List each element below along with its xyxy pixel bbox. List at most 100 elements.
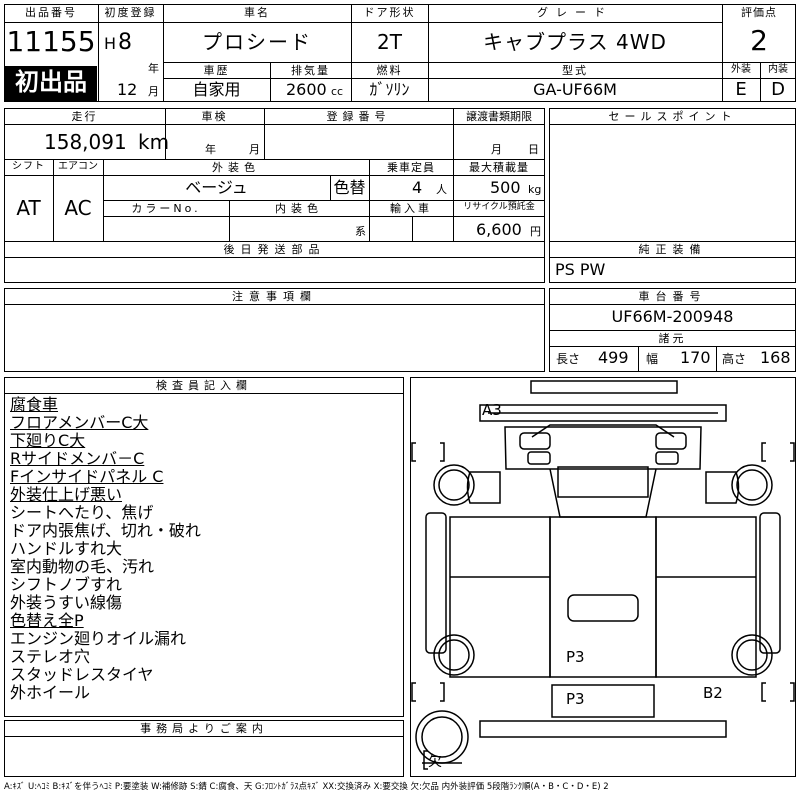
car-body-diagram	[411, 380, 795, 770]
sales-block	[549, 108, 796, 283]
mileage: 158,091	[44, 130, 127, 154]
exterior-label: 外装	[731, 64, 751, 75]
lot-label: 出品番号	[25, 6, 77, 19]
recycle-label: リサイクル預託金	[463, 202, 535, 212]
fuel: ｶﾞｿﾘﾝ	[369, 80, 410, 99]
score-label: 評価点	[741, 6, 777, 19]
car-name: プロシード	[202, 30, 312, 54]
inspector-label: 検査員記入欄	[156, 379, 252, 392]
inspector-note: ドア内張焦げ、切れ・破れ	[10, 521, 201, 540]
inspector-note: 腐食車	[10, 395, 59, 414]
color: ベージュ	[185, 178, 248, 197]
office-block	[4, 720, 404, 777]
chassis-number: UF66M-200948	[611, 307, 734, 326]
first-listing-badge	[5, 66, 97, 101]
load-unit: kg	[528, 183, 542, 196]
month-unit: 月	[148, 85, 159, 98]
caution-label: 注意事項欄	[232, 290, 317, 303]
int-color-label: 内装色	[275, 202, 323, 215]
door-type: 2T	[377, 30, 402, 54]
mark-b2: B2	[703, 684, 723, 702]
model: GA-UF66M	[533, 80, 617, 99]
equip: PS PW	[555, 260, 606, 279]
equip-label: 純正装備	[638, 243, 707, 256]
inspection-year-unit: 年	[205, 143, 216, 156]
year-unit: 年	[148, 62, 159, 75]
mileage-label: 走行	[71, 110, 98, 123]
score: 2	[750, 24, 768, 57]
inspector-note: 室内動物の毛、汚れ	[10, 557, 155, 576]
inspector-note: 外装うすい線傷	[10, 593, 123, 612]
legend-footer: A:ｷｽﾞ U:ﾍｺﾐ B:ｷｽﾞを伴うﾍｺﾐ P:要塗装 W:補修跡 S:錆 …	[4, 782, 609, 792]
ac-label: エアコン	[58, 161, 98, 172]
displacement-label: 排気量	[291, 64, 330, 77]
displacement-unit: cc	[331, 85, 344, 98]
transfer-day-unit: 日	[528, 143, 539, 156]
model-label: 型式	[562, 64, 588, 77]
displacement: 2600	[286, 80, 327, 99]
int-color-suffix: 系	[355, 225, 366, 238]
chassis-label: 車台番号	[638, 290, 707, 303]
interior-label: 内装	[768, 64, 788, 75]
era: H	[104, 34, 117, 53]
load: 500	[490, 178, 521, 197]
inspector-note: ステレオ穴	[10, 647, 91, 666]
shift-label: シフト	[12, 161, 45, 172]
inspection-label: 車検	[201, 110, 228, 123]
inspector-note: エンジン廻りオイル漏れ	[10, 629, 187, 648]
seats: 4	[412, 178, 423, 197]
inspector-note: Rサイドメンバ－C	[10, 449, 145, 468]
mark-a3: A3	[482, 401, 502, 419]
width-label: 幅	[646, 352, 659, 366]
header-block	[4, 4, 796, 102]
inspector-note: Fインサイドパネル C	[10, 467, 164, 486]
reg-year: 8	[118, 30, 132, 55]
ac: AC	[64, 196, 92, 220]
parts-later-label: 後日発送部品	[223, 243, 326, 256]
color-label: 外装色	[212, 161, 260, 174]
mark-p3-bed: P3	[566, 648, 585, 666]
transfer-label: 譲渡書類期限	[466, 110, 532, 123]
inspector-note: シートへたり、焦げ	[10, 503, 154, 522]
reg-month: 12	[117, 80, 138, 99]
caution-block	[4, 288, 545, 372]
details-block	[4, 108, 545, 283]
inspector-note: ハンドルすれ大	[10, 539, 123, 558]
history: 自家用	[192, 80, 241, 99]
inspector-note: 外装仕上げ悪い	[10, 485, 123, 504]
inspector-note: シフトノブすれ	[10, 575, 123, 594]
exterior-score: E	[735, 79, 747, 100]
history-label: 車歴	[203, 64, 230, 77]
inspector-note: 下廻りC大	[10, 431, 86, 450]
repaint: 色替	[333, 178, 366, 197]
grade-label: グレード	[537, 6, 613, 19]
sales-label: セールスポイント	[608, 110, 737, 123]
inspector-note: 色替え全P	[10, 611, 84, 630]
transfer-month-unit: 月	[491, 143, 502, 156]
width: 170	[680, 348, 711, 367]
load-label: 最大積載量	[469, 161, 529, 174]
first-reg-label: 初度登録	[104, 6, 157, 19]
mark-p3-tailgate: P3	[566, 690, 585, 708]
inspector-note: フロアメンバーC大	[10, 413, 149, 432]
grade: キャブプラス 4WD	[483, 30, 667, 54]
fuel-label: 燃料	[376, 64, 403, 77]
dims-label: 諸元	[658, 332, 687, 345]
reg-no-label: 登録番号	[326, 110, 391, 123]
length-label: 長さ	[556, 352, 581, 366]
inspector-block	[4, 377, 404, 717]
length: 499	[598, 348, 629, 367]
shift: AT	[16, 196, 41, 220]
seats-unit: 人	[436, 183, 447, 196]
door-label: ドア形状	[363, 6, 416, 19]
inspection-month-unit: 月	[249, 143, 260, 156]
office-label: 事務局よりご案内	[140, 722, 268, 735]
mileage-unit: km	[138, 130, 170, 154]
import-label: 輸入車	[390, 202, 432, 215]
first-listing-text: 初出品	[15, 68, 87, 96]
inspector-note: 外ホイール	[10, 683, 91, 702]
color-no-label: カラーNo.	[131, 202, 201, 215]
diagram-block	[410, 377, 796, 777]
car-name-label: 車名	[244, 6, 270, 19]
